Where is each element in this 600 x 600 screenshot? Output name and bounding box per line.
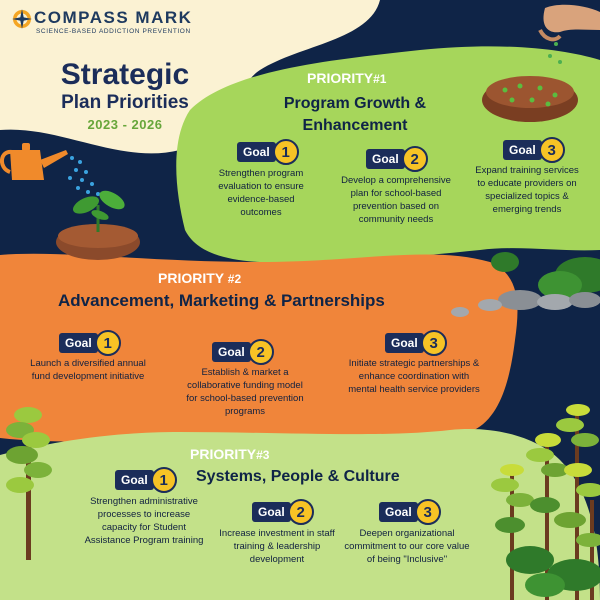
- goal-number: 2: [401, 146, 428, 172]
- goal-number: 2: [247, 339, 274, 365]
- page-title: Strategic: [60, 58, 190, 91]
- priority-2-label: PRIORITY #2: [158, 270, 241, 286]
- priority-1-goal-3-badge: Goal 3: [503, 137, 565, 163]
- priority-label-text: PRIORITY: [190, 446, 257, 462]
- priority-1-label: PRIORITY#1: [307, 70, 386, 86]
- sprout-icon: [56, 190, 140, 260]
- hand-seeds-icon: [538, 4, 600, 64]
- goal-label: Goal: [503, 140, 542, 160]
- priority-2-goal-3-badge: Goal 3: [385, 330, 447, 356]
- watering-can-icon: [0, 143, 100, 196]
- priority-number: #3: [256, 448, 270, 462]
- priority-1-title: Program Growth & Enhancement: [255, 93, 455, 137]
- compass-logo-icon: [12, 9, 32, 29]
- priority-1-goal-2-text: Develop a comprehensive plan for school-…: [341, 175, 451, 225]
- priority-3-goal-3-badge: Goal 3: [379, 499, 441, 525]
- priority-3-goal-2-badge: Goal 2: [252, 499, 314, 525]
- shrubs-rocks-icon: [451, 252, 600, 317]
- goal-label: Goal: [379, 502, 418, 522]
- brand-name: COMPASS MARK: [34, 8, 193, 27]
- goal-number: 2: [287, 499, 314, 525]
- goal-label: Goal: [385, 333, 424, 353]
- priority-number: #2: [227, 272, 242, 286]
- priority-label-text: PRIORITY: [158, 270, 224, 286]
- priority-3-goal-3-text: Deepen organizational commitment to our …: [344, 528, 470, 565]
- priority-3-goal-1-text: Strengthen administrative processes to i…: [84, 496, 204, 546]
- soil-mound-icon: [482, 76, 578, 122]
- priority-2-goal-2-badge: Goal 2: [212, 339, 274, 365]
- goal-label: Goal: [366, 149, 405, 169]
- goal-number: 1: [150, 467, 177, 493]
- priority-3-title: Systems, People & Culture: [196, 468, 400, 485]
- priority-2-goal-3-text: Initiate strategic partnerships & enhanc…: [348, 358, 480, 395]
- priority-1-goal-2-badge: Goal 2: [366, 146, 428, 172]
- goal-label: Goal: [212, 342, 251, 362]
- forest-right-icon: [491, 404, 600, 600]
- priority-number: #1: [373, 72, 387, 86]
- goal-label: Goal: [252, 502, 291, 522]
- priority-2-goal-2-text: Establish & market a collaborative fundi…: [186, 367, 304, 417]
- goal-number: 1: [94, 330, 121, 356]
- page-subtitle: Plan Priorities: [61, 92, 189, 113]
- priority-2-title: Advancement, Marketing & Partnerships: [58, 291, 385, 310]
- goal-label: Goal: [237, 142, 276, 162]
- priority-title-line: Program Growth &: [283, 95, 427, 112]
- goal-label: Goal: [115, 470, 154, 490]
- tree-left-icon: [6, 407, 52, 560]
- priority-2-goal-1-badge: Goal 1: [59, 330, 121, 356]
- goal-label: Goal: [59, 333, 98, 353]
- goal-number: 3: [420, 330, 447, 356]
- priority-3-label: PRIORITY#3: [190, 446, 269, 462]
- priority-3-goal-1-badge: Goal 1: [115, 467, 177, 493]
- priority-title-line: Enhancement: [302, 117, 408, 134]
- goal-number: 1: [272, 139, 299, 165]
- priority-1-goal-1-badge: Goal 1: [237, 139, 299, 165]
- priority-1-goal-3-text: Expand training services to educate prov…: [475, 165, 579, 215]
- brand-tagline: SCIENCE-BASED ADDICTION PREVENTION: [36, 28, 191, 35]
- priority-1-goal-1-text: Strengthen program evaluation to ensure …: [218, 168, 304, 218]
- goal-number: 3: [414, 499, 441, 525]
- goal-number: 3: [538, 137, 565, 163]
- priority-2-goal-1-text: Launch a diversified annual fund develop…: [30, 358, 146, 382]
- date-range: 2023 - 2026: [87, 117, 163, 132]
- priority-label-text: PRIORITY: [307, 70, 374, 86]
- priority-3-goal-2-text: Increase investment in staff training & …: [219, 528, 335, 565]
